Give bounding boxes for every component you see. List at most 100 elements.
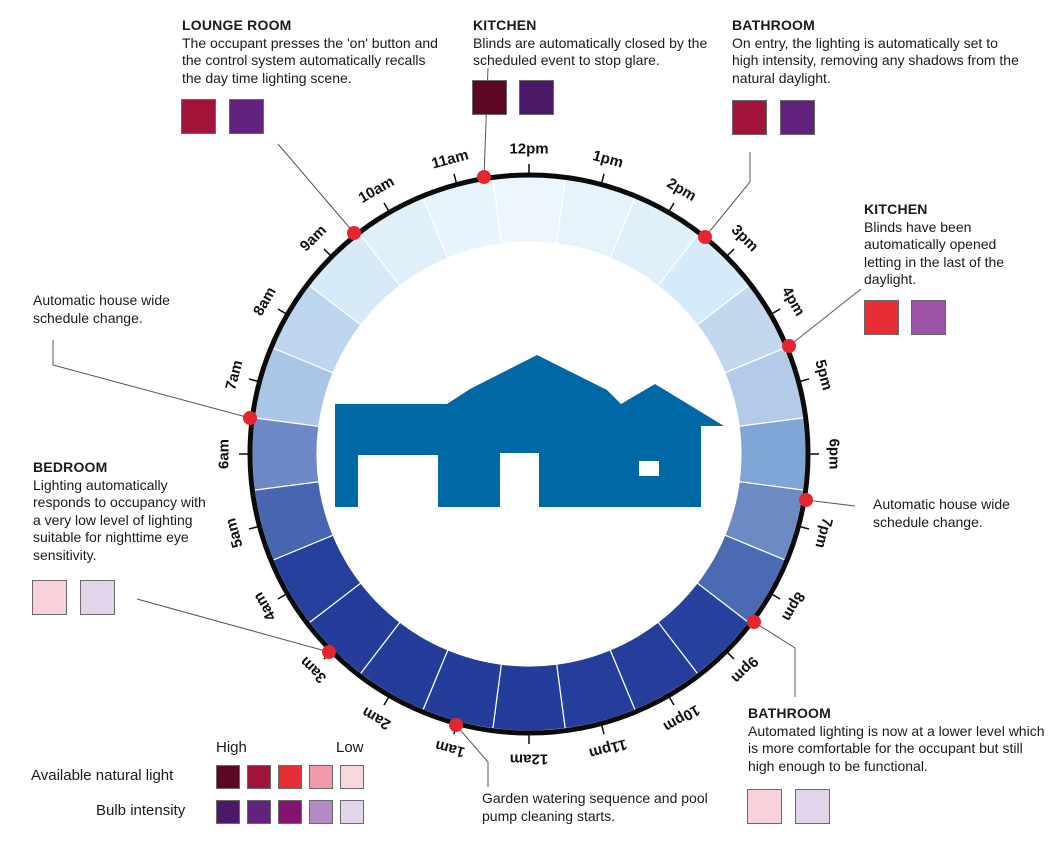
- bulb-intensity-swatch: [911, 300, 946, 335]
- hour-tick: [601, 173, 605, 183]
- hour-label: 1pm: [591, 147, 625, 171]
- callout-kitchen-noon: KITCHEN Blinds are automatically closed …: [473, 17, 718, 70]
- bulb-intensity-swatch: [780, 100, 815, 135]
- callout-description: Garden watering sequence and pool pump c…: [482, 790, 708, 824]
- legend-low-label: Low: [336, 739, 364, 756]
- event-marker: [347, 226, 361, 240]
- legend-bulb-intensity-swatch: [278, 800, 302, 824]
- event-marker: [747, 615, 761, 629]
- hour-label: 7pm: [811, 516, 835, 550]
- natural-light-swatch: [181, 99, 216, 134]
- hour-tick: [383, 202, 390, 212]
- callout-connector: [753, 621, 796, 697]
- legend-bulb-intensity-swatch: [247, 800, 271, 824]
- natural-light-swatch: [747, 789, 782, 824]
- event-marker: [782, 339, 796, 353]
- hour-tick: [383, 696, 390, 706]
- bulb-intensity-swatch: [795, 789, 830, 824]
- legend-natural-light-swatch: [247, 765, 271, 789]
- callout-bedroom: BEDROOM Lighting automatically responds …: [33, 459, 211, 564]
- hour-segment: [492, 663, 566, 732]
- event-markers: [243, 170, 813, 732]
- hour-segment: [251, 417, 320, 491]
- callout-connector: [704, 152, 751, 238]
- hour-tick: [771, 593, 781, 600]
- callout-kitchen-evening: KITCHEN Blinds have been automatically o…: [864, 201, 1029, 289]
- event-marker: [698, 230, 712, 244]
- hour-label: 2am: [359, 703, 394, 733]
- callout-garden-watering: Garden watering sequence and pool pump c…: [482, 790, 712, 825]
- hour-tick: [248, 526, 258, 530]
- legend-natural-light-swatch: [278, 765, 302, 789]
- hour-label: 12am: [510, 751, 548, 768]
- callout-title: BEDROOM: [33, 459, 108, 475]
- callout-schedule-change-evening: Automatic house wide schedule change.: [873, 496, 1053, 531]
- callout-description: Lighting automatically responds to occup…: [33, 476, 206, 563]
- hour-tick: [453, 173, 457, 183]
- legend-natural-light-swatch: [216, 765, 240, 789]
- legend-bulb-intensity-label: Bulb intensity: [96, 802, 186, 819]
- hour-tick: [277, 593, 287, 600]
- event-marker: [322, 645, 336, 659]
- callout-schedule-change-morning: Automatic house wide schedule change.: [33, 292, 213, 327]
- hour-label: 2pm: [664, 175, 699, 205]
- callout-description: Automatic house wide schedule change.: [873, 496, 1010, 530]
- natural-light-swatch: [864, 300, 899, 335]
- hour-label: 12pm: [509, 141, 548, 158]
- legend-bulb-intensity-swatch: [309, 800, 333, 824]
- hour-tick: [668, 696, 675, 706]
- hour-label: 5pm: [811, 358, 835, 392]
- legend-high-label: High: [216, 739, 247, 756]
- legend-natural-light-swatch: [309, 765, 333, 789]
- hour-tick: [601, 725, 605, 735]
- event-marker: [477, 170, 491, 184]
- callout-bathroom-night: BATHROOM Automated lighting is now at a …: [748, 705, 1053, 775]
- hour-label: 4pm: [778, 284, 808, 319]
- callout-connector: [277, 143, 355, 234]
- house-icon: [335, 355, 724, 507]
- hour-label: 6am: [216, 439, 233, 469]
- callout-description: The occupant presses the 'on' button and…: [182, 34, 438, 86]
- callout-description: Automated lighting is now at a lower lev…: [748, 722, 1045, 774]
- callout-description: On entry, the lighting is automatically …: [732, 34, 1019, 86]
- bulb-intensity-swatch: [80, 580, 115, 615]
- hour-label: 11pm: [587, 735, 628, 761]
- hour-tick: [800, 378, 810, 382]
- natural-light-swatch: [32, 580, 67, 615]
- callout-title: BATHROOM: [732, 17, 815, 33]
- natural-light-swatch: [732, 100, 767, 135]
- callout-title: BATHROOM: [748, 705, 831, 721]
- callout-title: LOUNGE ROOM: [182, 17, 292, 33]
- hour-tick: [248, 378, 258, 382]
- hour-tick: [727, 248, 735, 256]
- hour-segment: [492, 176, 566, 245]
- callout-connector: [136, 598, 330, 653]
- legend-bulb-intensity-swatch: [216, 800, 240, 824]
- legend-natural-light-swatch: [340, 765, 364, 789]
- callout-connector: [52, 340, 251, 419]
- hour-label: 6pm: [826, 439, 843, 470]
- event-marker: [243, 411, 257, 425]
- legend-natural-light-label: Available natural light: [31, 767, 174, 784]
- hour-tick: [800, 526, 810, 530]
- callout-connector: [788, 288, 862, 347]
- callout-description: Automatic house wide schedule change.: [33, 292, 170, 326]
- bulb-intensity-swatch: [519, 80, 554, 115]
- house-shape: [335, 355, 724, 507]
- bulb-intensity-swatch: [229, 99, 264, 134]
- hour-label: 5am: [222, 516, 246, 549]
- callout-title: KITCHEN: [864, 201, 928, 217]
- hour-tick: [668, 202, 675, 212]
- callout-connector: [455, 724, 489, 787]
- hour-label: 7am: [222, 358, 246, 391]
- hour-label: 10pm: [660, 701, 702, 735]
- event-marker: [449, 718, 463, 732]
- natural-light-swatch: [472, 80, 507, 115]
- callout-connector: [805, 499, 856, 507]
- legend-bulb-intensity-swatch: [340, 800, 364, 824]
- callout-bathroom-afternoon: BATHROOM On entry, the lighting is autom…: [732, 17, 1022, 87]
- callout-description: Blinds have been automatically opened le…: [864, 218, 1005, 288]
- callout-description: Blinds are automatically closed by the s…: [473, 34, 708, 69]
- hour-label: 11am: [430, 146, 471, 172]
